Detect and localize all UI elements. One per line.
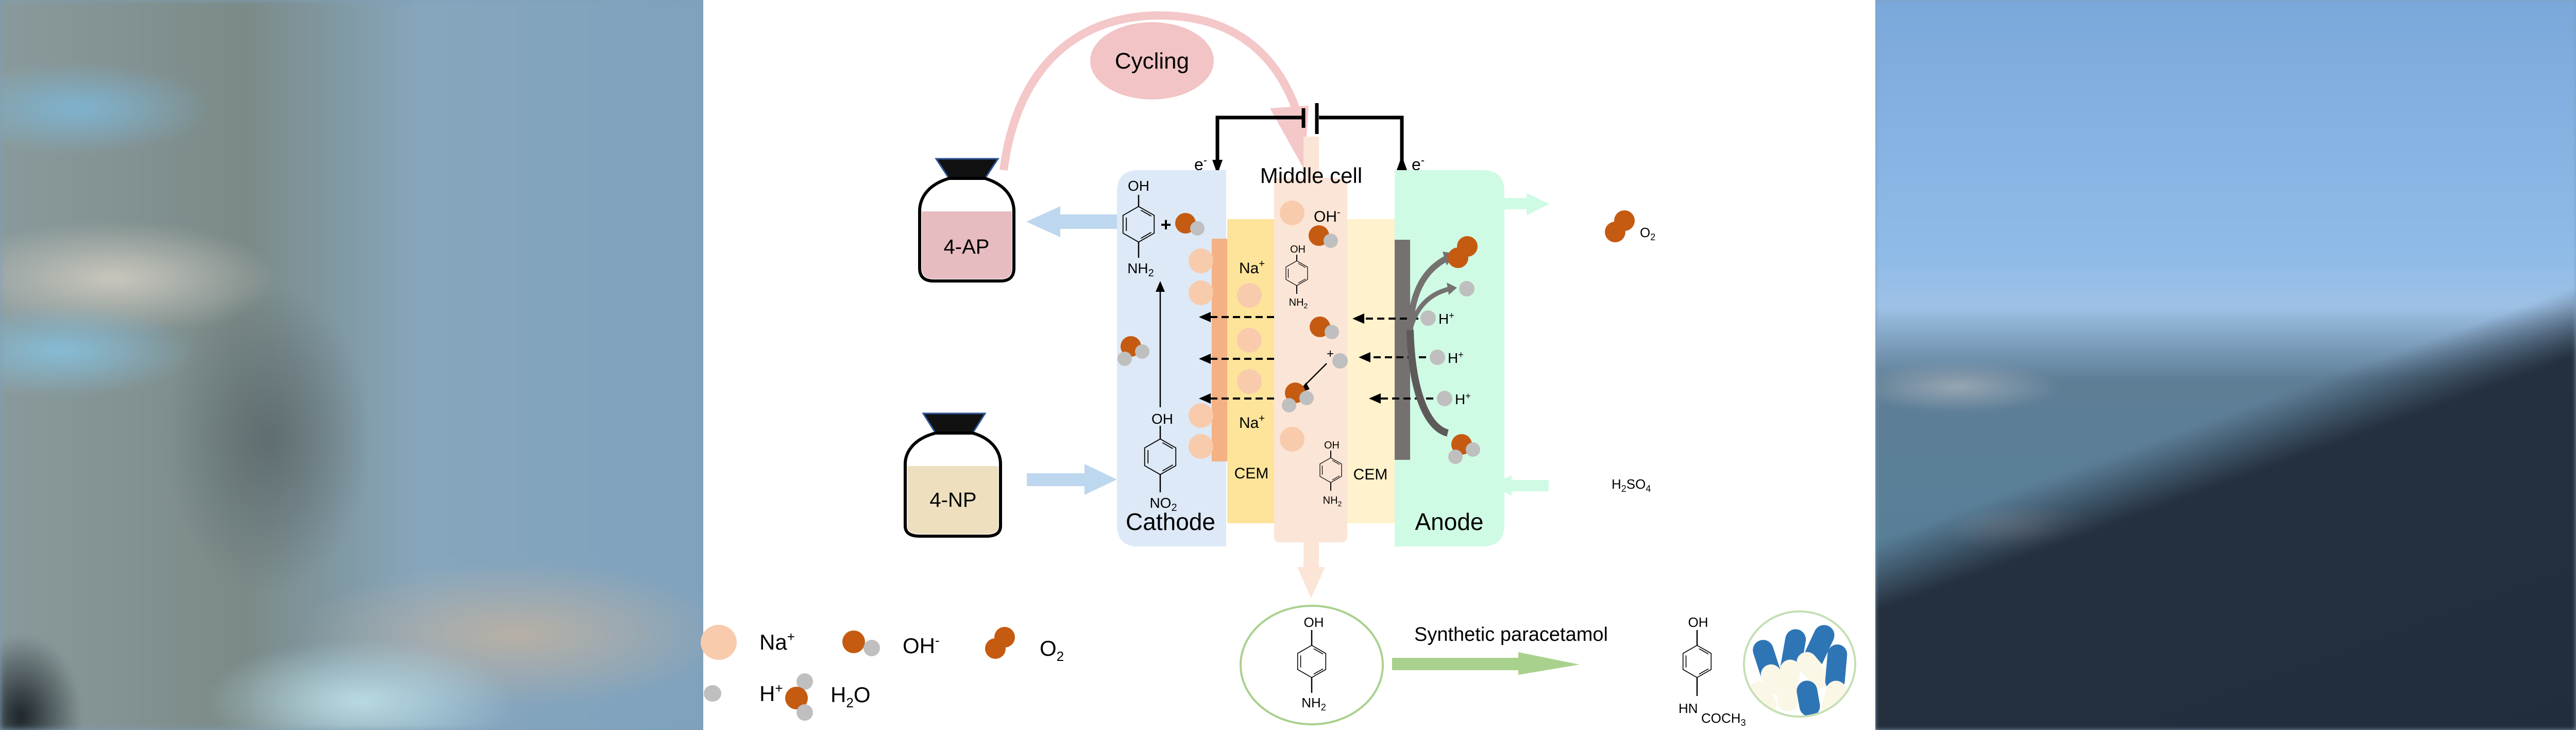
legend-label: H+: [759, 681, 783, 706]
legend-item-h2o: H2O: [785, 673, 870, 721]
cycling-arrow: [999, 11, 1300, 171]
legend-label: OH-: [903, 633, 940, 658]
bottle-4np: 4-NP: [904, 412, 1002, 538]
cem-right: [1347, 219, 1395, 523]
capsules-image: [1743, 610, 1856, 718]
h2so4-input-label: H2SO4: [1612, 476, 1651, 494]
h-ion-label: H+: [1448, 350, 1464, 366]
oh-label: OH: [1324, 440, 1340, 451]
anode-label: Anode: [1415, 508, 1483, 535]
bottle-4ap: 4-AP: [918, 158, 1015, 283]
nh2-label: NH2: [1323, 495, 1342, 508]
legend-item-h: H+: [704, 681, 783, 706]
oh-label: OH: [1304, 615, 1324, 630]
electron-arrow-down: [1212, 160, 1223, 174]
electron-arrow-up: [1397, 156, 1407, 170]
na-label-lower: Na+: [1239, 413, 1265, 432]
compartments: [1117, 137, 1504, 546]
cycling-group: Cycling: [999, 11, 1309, 171]
bottle-cap: [922, 412, 987, 434]
h-ion-label: H+: [1438, 310, 1454, 327]
electron-label-right: e-: [1412, 154, 1425, 174]
legend-item-na: Na+: [701, 625, 795, 660]
cathode-label: Cathode: [1126, 508, 1215, 535]
legend-item-oh: OH-: [842, 631, 940, 658]
bottle-4np-label: 4-NP: [929, 489, 976, 511]
oh-label: OH: [1151, 411, 1173, 427]
synthesis-label: Synthetic paracetamol: [1414, 624, 1608, 645]
cathode-electrode: [1212, 239, 1227, 461]
cathode-4np-structure: OH NO2: [1117, 281, 1177, 513]
legend-item-o2: O2: [985, 627, 1064, 664]
legend: Na+ OH- O2 H+ H2O: [701, 625, 1064, 721]
paracetamol-structure: OH HN COCH3: [1679, 615, 1746, 728]
bottle-4ap-label: 4-AP: [944, 236, 990, 258]
o2-output-label: O2: [1640, 225, 1655, 242]
cycling-label: Cycling: [1115, 48, 1189, 74]
arrow-from-4np: [1027, 464, 1117, 495]
arrow-middle-out: [1297, 542, 1325, 598]
oh-label: OH: [1128, 178, 1149, 194]
cycling-bubble: [1090, 22, 1214, 99]
cycling-arrowhead: [1270, 106, 1309, 170]
o2-molecule-icon: [1605, 210, 1635, 242]
cem-right-label: CEM: [1353, 466, 1388, 483]
coch3-label: COCH3: [1701, 710, 1746, 728]
middle-cell-contents: OH- OH NH2 + OH NH2: [1282, 207, 1348, 508]
legend-label: O2: [1040, 636, 1064, 664]
oh-label: OH: [1290, 244, 1306, 255]
blurred-background-right: [1875, 0, 2576, 730]
arrow-to-4ap: [1026, 206, 1117, 237]
product-4ap-circle: OH NH2: [1240, 605, 1384, 725]
legend-label: H2O: [831, 683, 870, 710]
plus-sign: +: [1160, 214, 1171, 235]
arrow-from-h2so4: [1492, 475, 1549, 496]
legend-label: Na+: [759, 629, 795, 654]
oh-ion-label: OH-: [1314, 207, 1341, 225]
cathode-4ap-structure: OH NH2 +: [1122, 178, 1205, 279]
arrow-to-o2: [1504, 193, 1549, 215]
anode-contents: H+ H+ H+: [1406, 236, 1480, 464]
nh2-label: NH2: [1289, 297, 1308, 310]
middle-cell-stem: [1303, 137, 1319, 178]
na-ions: [1189, 201, 1304, 459]
nh2-label: NH2: [1127, 260, 1154, 279]
nh2-label: NH2: [1301, 695, 1326, 712]
middle-cell-label: Middle cell: [1260, 163, 1362, 188]
no2-label: NO2: [1149, 495, 1177, 513]
synthesis-arrow: [1392, 652, 1580, 675]
plus-sign: +: [1327, 347, 1334, 361]
ion-flow-arrowheads: [1199, 312, 1381, 404]
blurred-background-left: [0, 0, 703, 730]
electron-label-left: e-: [1194, 154, 1207, 174]
oh-label: OH: [1688, 615, 1708, 630]
na-label-upper: Na+: [1239, 258, 1265, 277]
bottle-cap: [935, 158, 999, 179]
hn-label: HN: [1679, 701, 1698, 716]
cem-left-label: CEM: [1234, 465, 1269, 482]
h-ion-label: H+: [1455, 391, 1471, 407]
